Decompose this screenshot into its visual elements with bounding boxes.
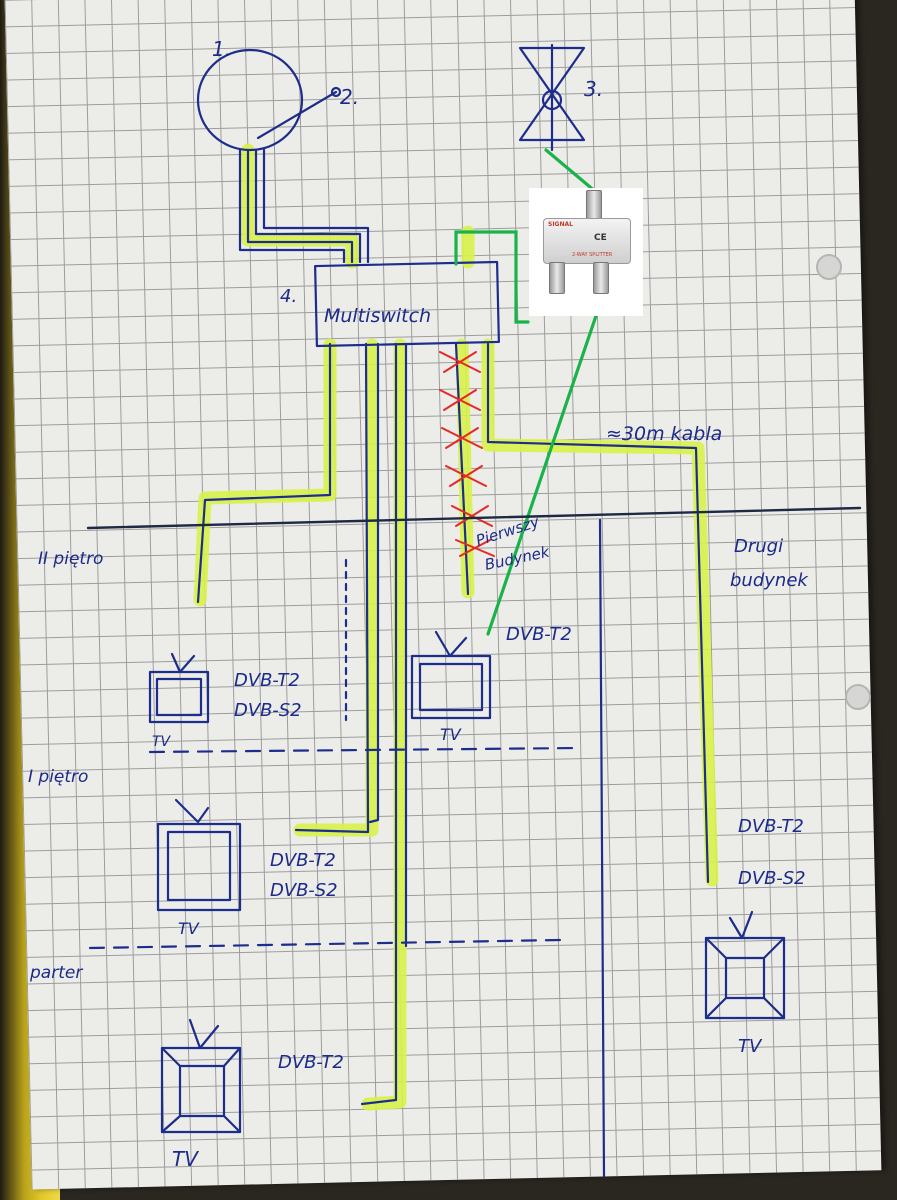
lnb-icon (330, 86, 342, 98)
tv-floor2-left-signal-1: DVB-T2 (234, 670, 300, 691)
ground-label: parter (29, 963, 83, 983)
tv-floor2-center-icon (410, 630, 492, 720)
splitter-body: SIGNAL CE 2-WAY SPLITTER (543, 218, 631, 264)
tv-second-building-label: TV (738, 1036, 763, 1057)
tv-floor2-center-signal-1: DVB-T2 (506, 624, 572, 645)
ce-mark: CE (594, 233, 607, 243)
tv-second-building-signal-1: DVB-T2 (738, 816, 804, 837)
tv-second-building-signal-2: DVB-S2 (738, 868, 806, 889)
building2-cable (486, 342, 710, 884)
lnb-number: 2. (340, 85, 359, 109)
splitter-output-port-2 (593, 262, 609, 294)
tv-ground-label: TV (172, 1147, 199, 1171)
tv-floor2-left-label: TV (152, 734, 172, 750)
floor-divider-ground (88, 938, 562, 950)
building-divider (598, 518, 606, 1178)
roofline (86, 506, 862, 530)
terrestrial-antenna (518, 43, 586, 152)
tv-ground-icon (160, 1018, 242, 1134)
tv-floor2-left-signal-2: DVB-S2 (234, 700, 302, 721)
splitter-to-tv-wire (486, 308, 600, 636)
second-building-label-2: budynek (730, 570, 809, 591)
multiswitch-to-splitter-wire (454, 230, 530, 324)
tv-second-building-icon (704, 910, 786, 1020)
floor-divider-1 (148, 746, 582, 754)
splitter-brand: SIGNAL (548, 221, 573, 228)
floor1-label: I piętro (28, 767, 88, 787)
cable-length-label: ≈30m kabla (606, 423, 722, 445)
antenna-number: 3. (584, 77, 603, 101)
lnb-arm (256, 90, 338, 140)
ground-cable (360, 342, 408, 1106)
tv-floor1-icon (156, 798, 242, 912)
splitter-output-port-1 (549, 262, 565, 294)
floor2-label: II piętro (38, 549, 103, 569)
punch-hole (845, 684, 871, 710)
tv-floor1-label: TV (178, 919, 200, 938)
antenna-to-splitter-wire (544, 148, 598, 194)
dish-icon (196, 48, 304, 152)
cut-marks (439, 351, 495, 557)
floor2-cable (196, 342, 332, 604)
tv-floor1-signal-2: DVB-S2 (270, 880, 338, 901)
splitter-model: 2-WAY SPLITTER (572, 252, 613, 258)
multiswitch-box (314, 260, 500, 348)
dish-number: 1. (212, 37, 231, 61)
dish-cables (238, 148, 370, 264)
tv-ground-signal-1: DVB-T2 (278, 1052, 344, 1073)
floor2-cable-highlight (193, 338, 337, 607)
tv-floor1-signal-1: DVB-T2 (270, 850, 336, 871)
multiswitch-number: 4. (280, 286, 297, 307)
punch-hole (816, 254, 842, 280)
splitter-photo: SIGNAL CE 2-WAY SPLITTER (529, 188, 643, 316)
floor1-cable (294, 342, 380, 834)
ground-cable-highlight (361, 338, 407, 1111)
tv-floor2-center-label: TV (440, 725, 462, 744)
satellite-dish (196, 48, 370, 264)
multiswitch-label: Multiswitch (324, 305, 431, 327)
tv-floor2-left-icon (148, 652, 210, 724)
antenna-icon (518, 43, 586, 152)
second-building-label-1: Drugi (734, 536, 783, 557)
